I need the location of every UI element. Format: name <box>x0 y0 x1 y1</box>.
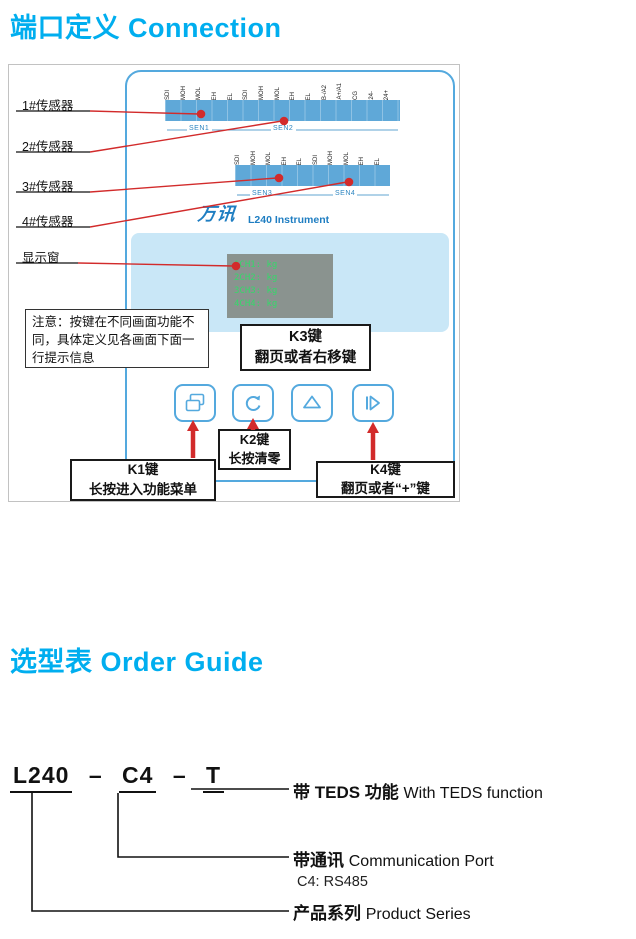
pin-label: MOH <box>328 151 334 165</box>
comm-description-en: Communication Port <box>348 853 494 870</box>
k2-key-box: K2键 长按清零 <box>218 429 291 470</box>
terminal-pins-bottom: SDI MOH MOL EH EL SDI MOH MOL EH EL <box>235 139 390 165</box>
sensor-4-label: 4#传感器 <box>22 215 74 229</box>
sen1-label: SEN1 <box>189 125 210 132</box>
terminal-pins-top: SDI MOH MOL EH EL SDI MOH MOL EH EL B-/A2 A+/A1 CG 24… <box>165 74 400 100</box>
pin-label: EL <box>306 92 313 100</box>
pin-label: SDI <box>235 154 241 165</box>
series-description-en: Product Series <box>365 906 471 923</box>
pin-label: EH <box>359 156 365 165</box>
comm-option-code: C4 <box>119 762 157 793</box>
pin-label: SDI <box>243 89 250 100</box>
pin-label: EH <box>290 91 297 100</box>
model-code: L240 – C4 – T <box>10 762 225 793</box>
k1-key-title: K1键 <box>127 462 159 478</box>
pin-label: 24- <box>368 91 375 100</box>
terminal-strip-top <box>165 100 400 121</box>
series-description-zh: 产品系列 <box>293 904 361 923</box>
dash-separator: – <box>88 762 103 788</box>
lcd-line: 1CH1: kg <box>234 260 278 270</box>
sen3-label: SEN3 <box>252 190 273 197</box>
sen4-label: SEN4 <box>335 190 356 197</box>
step-forward-icon <box>366 395 380 411</box>
pin-label: CG <box>353 91 360 100</box>
k4-next-button <box>352 384 394 422</box>
pin-label: B-/A2 <box>321 84 328 100</box>
k3-key-title: K3键 <box>288 329 323 346</box>
teds-description: 带 TEDS 功能 With TEDS function <box>293 778 543 803</box>
comm-detail: C4: RS485 <box>297 874 368 890</box>
pin-label: EL <box>297 157 303 165</box>
k2-key-desc: 长按清零 <box>228 450 281 466</box>
k4-key-box: K4键 翻页或者“+”键 <box>316 461 455 498</box>
k3-key-desc: 翻页或者右移键 <box>254 349 357 366</box>
brand-name: L240 Instrument <box>248 214 330 226</box>
series-description: 产品系列 Product Series <box>293 899 471 924</box>
pin-label: EL <box>374 157 381 165</box>
brand-logo: 万讯 <box>196 204 237 224</box>
comm-description: 带通讯 Communication Port <box>293 846 494 871</box>
pin-label: EH <box>281 156 288 165</box>
clear-circular-arrow-icon <box>245 395 261 411</box>
pin-label: SDI <box>312 154 319 165</box>
k4-key-desc: 翻页或者“+”键 <box>341 480 430 496</box>
pin-label: MOL <box>343 151 350 165</box>
sensor-2-label: 2#传感器 <box>22 140 74 154</box>
pin-label: SDI <box>165 89 171 100</box>
pin-label: 24+ <box>384 89 391 100</box>
pin-label: MOL <box>274 86 281 100</box>
k1-menu-button <box>174 384 216 422</box>
lcd-line: 4CH4: kg <box>234 299 278 310</box>
pin-label: MOL <box>266 151 272 165</box>
model-series-code: L240 <box>10 762 73 793</box>
lcd-line: 3CH3: kg <box>234 286 278 297</box>
k3-key-box: K3键 翻页或者右移键 <box>240 324 371 371</box>
sen2-label: SEN2 <box>273 125 294 132</box>
pin-label: MOH <box>250 151 257 165</box>
pin-label: MOH <box>180 86 187 100</box>
k4-key-title: K4键 <box>370 462 401 478</box>
section-title-connection: 端口定义 Connection <box>10 13 282 43</box>
display-window-label: 显示窗 <box>22 251 60 265</box>
menu-windows-icon <box>185 393 205 412</box>
order-guide-connectors <box>31 788 289 912</box>
teds-description-zh: 带 TEDS 功能 <box>293 783 399 802</box>
sensor-1-label: 1#传感器 <box>22 99 74 113</box>
pin-label: A+/A1 <box>337 83 344 100</box>
pin-label: EL <box>227 92 234 100</box>
dash-separator: – <box>172 762 187 788</box>
k1-key-desc: 长按进入功能菜单 <box>89 482 197 497</box>
lcd-display: 1CH1: kg 2CH2: kg 3CH3: kg 4CH4: kg <box>227 254 333 318</box>
pin-label: MOL <box>196 86 203 100</box>
comm-description-zh: 带通讯 <box>293 851 344 870</box>
section-title-order-guide: 选型表 Order Guide <box>10 647 264 677</box>
note-box: 注意：按键在不同画面功能不同，具体定义见各画面下面一行提示信息 <box>25 309 209 368</box>
k2-key-title: K2键 <box>239 431 270 447</box>
pin-label: EH <box>212 91 219 100</box>
lcd-line: 2CH2: kg <box>234 273 278 284</box>
k2-clear-button <box>232 384 274 422</box>
teds-description-en: With TEDS function <box>403 785 543 802</box>
terminal-strip-bottom <box>235 165 390 186</box>
sensor-3-label: 3#传感器 <box>22 180 74 194</box>
k3-eject-button <box>291 384 333 422</box>
pin-label: MOH <box>259 86 266 100</box>
teds-option-code: T <box>203 762 225 793</box>
triangle-up-icon <box>303 395 321 409</box>
k1-key-box: K1键 长按进入功能菜单 <box>70 459 216 501</box>
